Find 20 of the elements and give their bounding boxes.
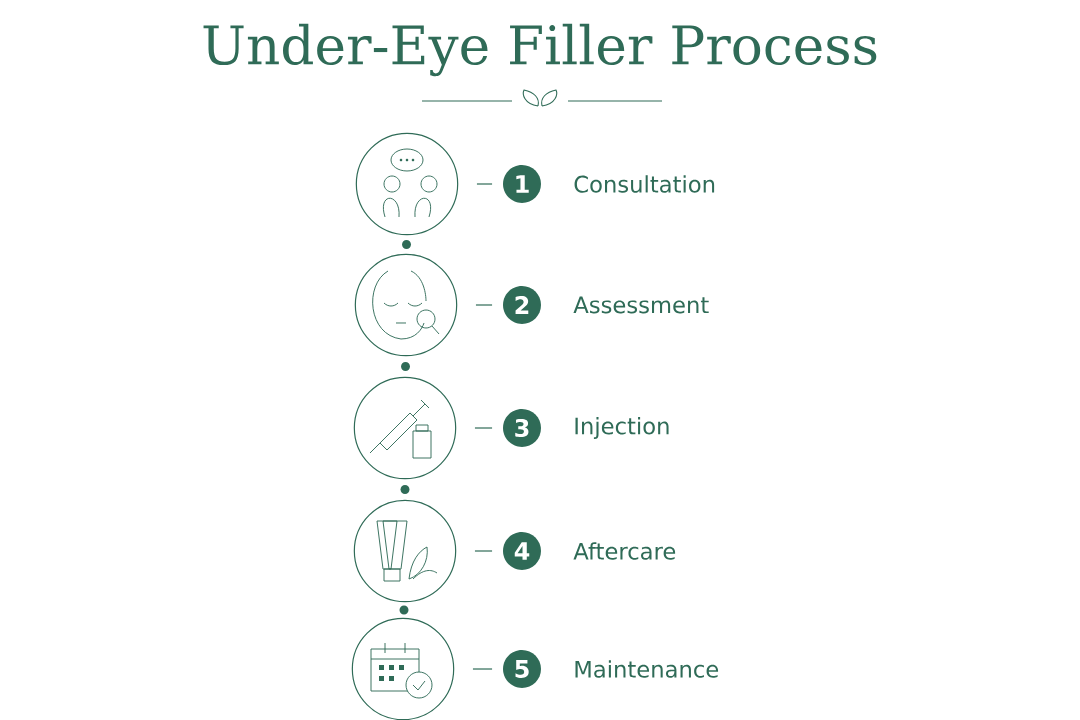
number-badge: 3 — [503, 409, 541, 447]
connector-line — [476, 183, 493, 185]
step-icon-circle — [354, 253, 458, 357]
connector-line — [474, 427, 493, 429]
connector-line — [472, 668, 493, 670]
title: Under-Eye Filler Process — [203, 23, 877, 77]
step-label: Consultation — [574, 175, 715, 193]
step-icon-circle — [355, 132, 459, 236]
step-icon-circle — [353, 499, 457, 603]
step-label: Injection — [575, 417, 669, 439]
connector-line — [474, 550, 493, 552]
step-label: Aftercare — [573, 542, 676, 560]
number-badge: 4 — [503, 532, 541, 570]
number-badge: 1 — [503, 165, 541, 203]
number-badge: 2 — [503, 286, 541, 324]
step-label: Maintenance — [575, 660, 719, 678]
step-label: Assessment — [573, 296, 709, 314]
number-badge: 5 — [503, 650, 541, 688]
connector-line — [475, 304, 493, 306]
step-icon-circle — [353, 376, 457, 480]
